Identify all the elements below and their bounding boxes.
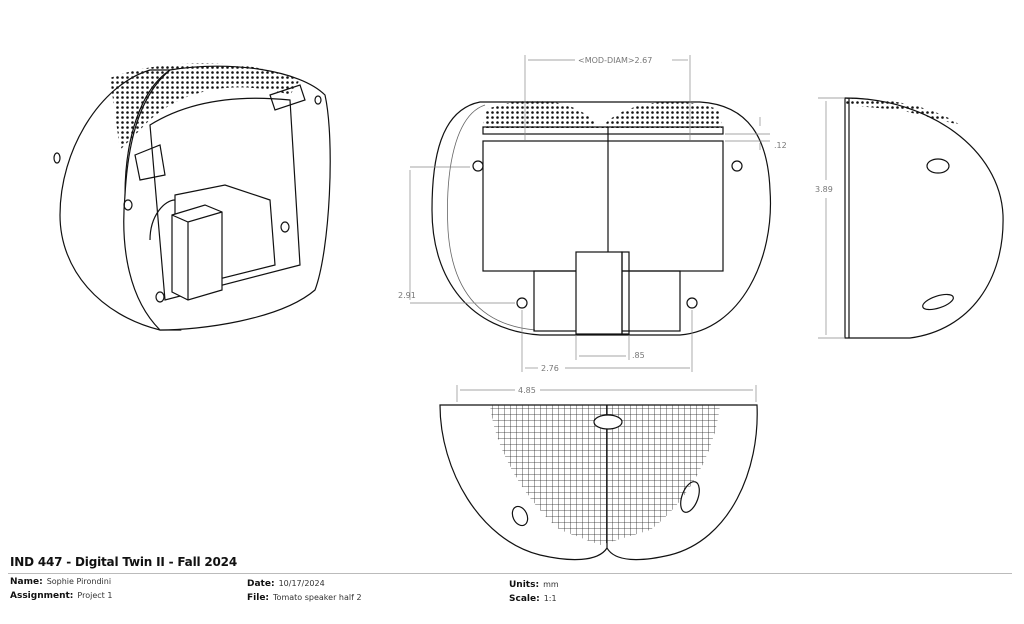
drawing-title: IND 447 - Digital Twin II - Fall 2024 (10, 555, 237, 569)
isometric-view (53, 63, 331, 331)
dimension-hole-height: 2.91 (398, 291, 416, 300)
front-view-dimensions (409, 55, 770, 402)
file-field: File:Tomato speaker half 2 (247, 593, 362, 603)
units-value: mm (543, 580, 559, 589)
title-block-divider (8, 573, 1012, 574)
dimension-hole-spacing: 2.76 (541, 364, 559, 373)
dimension-thickness: .12 (774, 141, 787, 150)
scale-label: Scale: (509, 594, 540, 604)
units-label: Units: (509, 580, 540, 590)
name-field: Name:Sophie Pirondini (10, 577, 111, 587)
file-label: File: (247, 593, 270, 603)
top-view (439, 404, 758, 561)
date-label: Date: (247, 579, 275, 589)
name-value: Sophie Pirondini (46, 577, 112, 586)
assignment-label: Assignment: (10, 591, 74, 601)
scale-value: 1:1 (543, 594, 557, 603)
dimension-block-width: .85 (632, 351, 645, 360)
scale-field: Scale:1:1 (509, 594, 557, 604)
file-value: Tomato speaker half 2 (273, 593, 362, 602)
dimension-overall-width: 4.85 (518, 386, 536, 395)
dimension-height: 3.89 (815, 185, 833, 194)
dimension-mod-diam: <MOD-DIAM>2.67 (578, 56, 652, 65)
assignment-field: Assignment:Project 1 (10, 591, 112, 601)
units-field: Units:mm (509, 580, 559, 590)
date-value: 10/17/2024 (278, 579, 325, 588)
date-field: Date:10/17/2024 (247, 579, 325, 589)
side-view (844, 97, 1004, 339)
name-label: Name: (10, 577, 43, 587)
assignment-value: Project 1 (77, 591, 113, 600)
front-view (431, 100, 772, 336)
side-view-dimensions (818, 97, 845, 339)
